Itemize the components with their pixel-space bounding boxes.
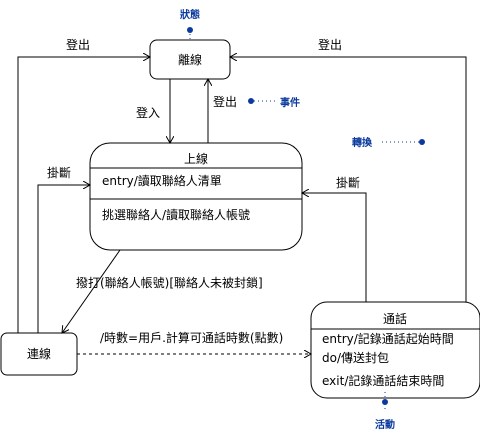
label-dial: 撥打(聯絡人帳號)[聯絡人未被封鎖] xyxy=(76,275,263,290)
annotation-event: 事件 xyxy=(248,96,300,109)
label-logout-right: 登出 xyxy=(318,37,342,52)
state-online-activity: 挑選聯絡人/讀取聯絡人帳號 xyxy=(102,207,250,222)
annotation-state: 狀態 xyxy=(180,8,200,40)
transition-logout-left xyxy=(17,57,150,333)
annotation-event-label: 事件 xyxy=(280,96,300,109)
label-login: 登入 xyxy=(136,105,160,120)
state-connect-name: 連線 xyxy=(27,346,51,361)
annotation-transition-dot xyxy=(419,139,425,145)
annotation-activity-dot xyxy=(382,399,388,405)
state-call-do: do/傳送封包 xyxy=(322,350,389,365)
annotation-activity: 活動 xyxy=(375,392,395,431)
annotation-transition-label: 轉換 xyxy=(352,136,373,149)
label-logout-mid: 登出 xyxy=(213,94,237,109)
annotation-event-dot xyxy=(248,98,254,104)
annotation-activity-label: 活動 xyxy=(375,418,395,431)
transition-hangup-right xyxy=(302,193,367,302)
state-online-entry: entry/讀取聯絡人清單 xyxy=(102,173,222,188)
state-offline: 離線 xyxy=(149,39,231,80)
label-compute: /時數=用戶.計算可通話時數(點數) xyxy=(100,330,283,345)
transition-dial xyxy=(62,249,121,333)
state-offline-name: 離線 xyxy=(178,52,202,67)
transition-hangup-left xyxy=(37,185,90,333)
label-hangup-right: 掛斷 xyxy=(336,175,360,190)
state-online: 上線 entry/讀取聯絡人清單 挑選聯絡人/讀取聯絡人帳號 xyxy=(89,142,303,251)
state-call-entry: entry/記錄通話起始時間 xyxy=(322,331,454,346)
label-hangup-left: 掛斷 xyxy=(47,165,71,180)
transition-logout-right xyxy=(230,57,467,302)
annotation-state-label: 狀態 xyxy=(180,8,200,21)
state-online-name: 上線 xyxy=(184,151,208,166)
state-connect: 連線 xyxy=(0,332,78,376)
annotation-transition: 轉換 xyxy=(352,136,425,149)
state-call-name: 通話 xyxy=(383,311,407,326)
state-call-exit: exit/記錄通話結束時間 xyxy=(322,373,444,388)
label-logout-left: 登出 xyxy=(66,37,90,52)
state-call: 通話 entry/記錄通話起始時間 do/傳送封包 exit/記錄通話結束時間 xyxy=(310,301,480,399)
